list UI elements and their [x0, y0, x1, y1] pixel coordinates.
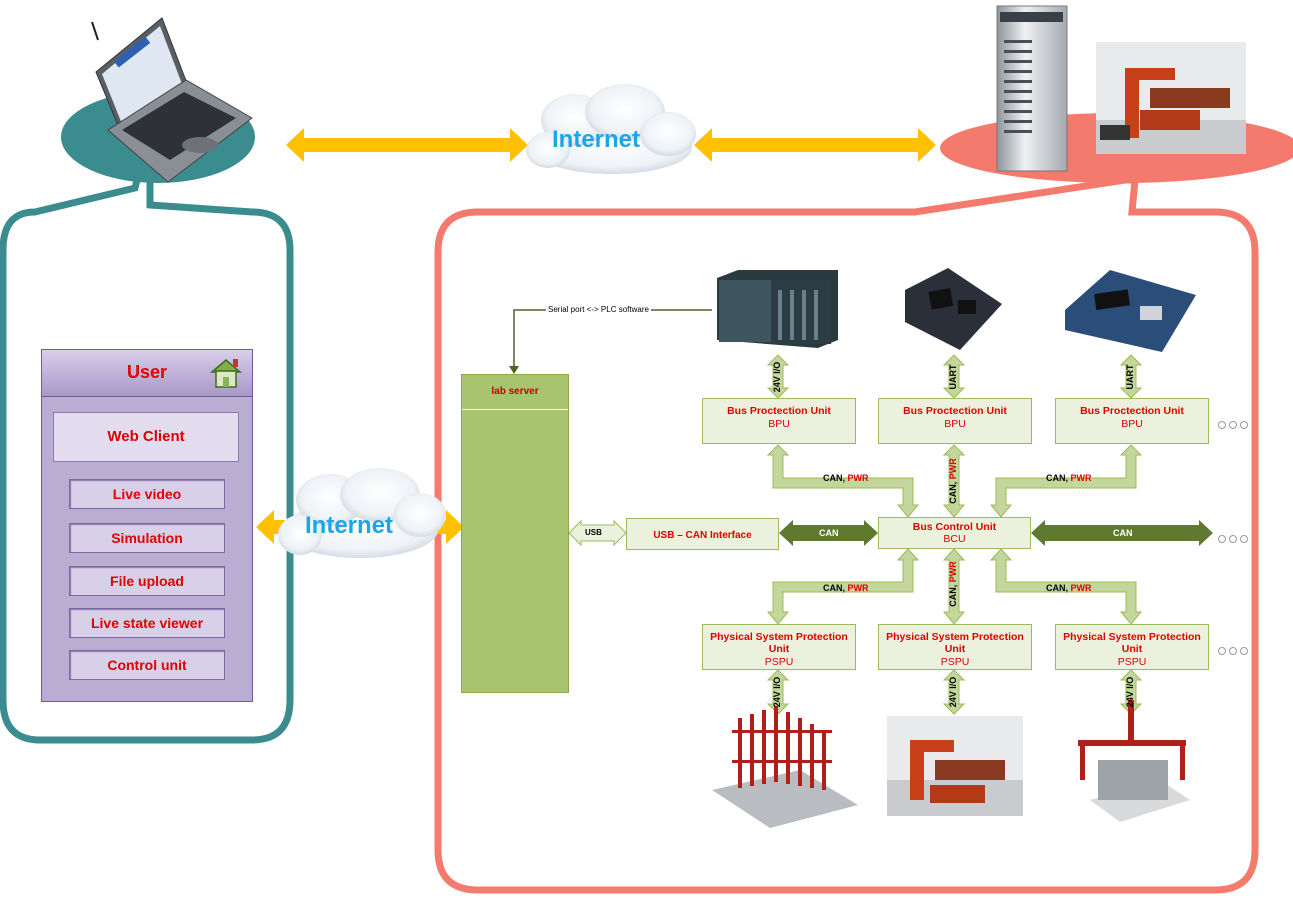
- user-panel: User Web Client Live video Simulation Fi…: [41, 349, 253, 702]
- left-cloud-image: [278, 468, 446, 558]
- pspu-title: Physical System Protection Unit: [886, 631, 1024, 655]
- client-callout-outline: [0, 156, 294, 744]
- user-title: User: [126, 362, 168, 382]
- pwr-text: PWR: [847, 583, 869, 593]
- usb-can-interface-label: USB – CAN Interface: [653, 530, 752, 541]
- pwr-text: PWR: [1070, 473, 1092, 483]
- serial-port-connector: [513, 309, 712, 372]
- file-upload-button[interactable]: File upload: [69, 566, 225, 596]
- bpu1-link-label: 24V I/O: [772, 361, 782, 393]
- storage-rack-image: [712, 706, 858, 828]
- pspu1-bus-arrow: [766, 548, 920, 625]
- simulation-button[interactable]: Simulation: [69, 523, 225, 553]
- internet-label-left: Internet: [305, 512, 394, 539]
- pspu3-bus-arrow: [989, 548, 1143, 625]
- serial-port-note: Serial port <-> PLC software: [546, 305, 651, 314]
- pwr-text: PWR: [948, 458, 958, 480]
- bpu-box-2: Bus Proctection Unit BPU: [878, 398, 1032, 444]
- can-text: CAN,: [948, 481, 958, 504]
- pspu-box-3: Physical System Protection Unit PSPU: [1055, 624, 1209, 670]
- pspu-abbr: PSPU: [764, 656, 794, 668]
- bus-label-bottom-center: CAN, PWR: [948, 554, 960, 614]
- more-dots-pspu: [1218, 642, 1251, 660]
- bus-label-top-right: CAN, PWR: [1046, 473, 1092, 483]
- usb-can-interface-box: USB – CAN Interface: [626, 518, 779, 550]
- can-text: CAN,: [823, 583, 845, 593]
- pwr-text: PWR: [948, 561, 958, 583]
- control-unit-button[interactable]: Control unit: [69, 650, 225, 680]
- lab-server-label: lab server: [462, 375, 568, 410]
- pspu-abbr: PSPU: [1117, 656, 1147, 668]
- pspu-title: Physical System Protection Unit: [1063, 631, 1201, 655]
- model-photo-top-right: [1096, 42, 1246, 154]
- pspu-title: Physical System Protection Unit: [710, 631, 848, 655]
- pcb-board-image-2: [1065, 270, 1196, 352]
- lab-callout-outline: [434, 176, 1259, 894]
- laptop-image: [91, 17, 253, 183]
- bus-label-top-center: CAN, PWR: [948, 451, 960, 511]
- can-left-label: CAN: [819, 528, 839, 538]
- top-left-double-arrow: [286, 128, 528, 162]
- pspu2-link-label: 24V I/O: [948, 676, 958, 708]
- can-arrow-left: [779, 520, 878, 546]
- bpu-title: Bus Proctection Unit: [1080, 405, 1184, 417]
- bus-label-bottom-right: CAN, PWR: [1046, 583, 1092, 593]
- top-cloud-image: [526, 84, 696, 174]
- can-text: CAN,: [823, 473, 845, 483]
- bpu-abbr: BPU: [768, 418, 790, 430]
- pcb-board-image-1: [905, 268, 1002, 350]
- can-arrow-right: [1031, 520, 1213, 546]
- can-text: CAN,: [1046, 473, 1068, 483]
- can-right-label: CAN: [1113, 528, 1133, 538]
- bcu-title: Bus Control Unit: [912, 521, 997, 533]
- server-tower-image: [996, 5, 1068, 172]
- pspu3-link-label: 24V I/O: [1125, 676, 1135, 708]
- pspu2-link-arrow: [942, 669, 966, 715]
- bpu3-bus-arrow: [989, 444, 1143, 518]
- lab-server-box: lab server: [461, 374, 569, 693]
- bpu1-bus-arrow: [766, 444, 920, 518]
- pspu-abbr: PSPU: [940, 656, 970, 668]
- bpu-box-3: Bus Proctection Unit BPU: [1055, 398, 1209, 444]
- bcu-box: Bus Control Unit BCU: [878, 517, 1031, 549]
- home-icon[interactable]: [208, 356, 244, 390]
- pspu1-link-label: 24V I/O: [772, 676, 782, 708]
- pspu-box-2: Physical System Protection Unit PSPU: [878, 624, 1032, 670]
- bpu-box-1: Bus Proctection Unit BPU: [702, 398, 856, 444]
- bpu3-link-label: UART: [1125, 364, 1135, 390]
- pspu-box-1: Physical System Protection Unit PSPU: [702, 624, 856, 670]
- bpu2-link-label: UART: [948, 364, 958, 390]
- bpu-title: Bus Proctection Unit: [727, 405, 831, 417]
- bpu-title: Bus Proctection Unit: [903, 405, 1007, 417]
- conveyor-model-image: [1078, 700, 1190, 822]
- bcu-abbr: BCU: [943, 533, 966, 545]
- can-text: CAN,: [948, 584, 958, 607]
- web-client-header: Web Client: [53, 412, 239, 462]
- more-dots-can: [1218, 530, 1251, 548]
- bpu-abbr: BPU: [944, 418, 966, 430]
- bpu-abbr: BPU: [1121, 418, 1143, 430]
- bpu2-bus-arrow: [942, 444, 966, 518]
- bus-label-top-left: CAN, PWR: [823, 473, 869, 483]
- model-photo-bottom: [887, 716, 1023, 816]
- pwr-text: PWR: [1070, 583, 1092, 593]
- top-right-double-arrow: [694, 128, 936, 162]
- pspu2-bus-arrow: [942, 548, 966, 625]
- plc-image: [717, 270, 838, 348]
- usb-label: USB: [585, 528, 602, 537]
- can-text: CAN,: [1046, 583, 1068, 593]
- bus-label-bottom-left: CAN, PWR: [823, 583, 869, 593]
- internet-label-top: Internet: [552, 126, 641, 153]
- live-state-viewer-button[interactable]: Live state viewer: [69, 608, 225, 638]
- more-dots-bpu: [1218, 416, 1251, 434]
- pwr-text: PWR: [847, 473, 869, 483]
- user-panel-header: User: [42, 350, 252, 397]
- live-video-button[interactable]: Live video: [69, 479, 225, 509]
